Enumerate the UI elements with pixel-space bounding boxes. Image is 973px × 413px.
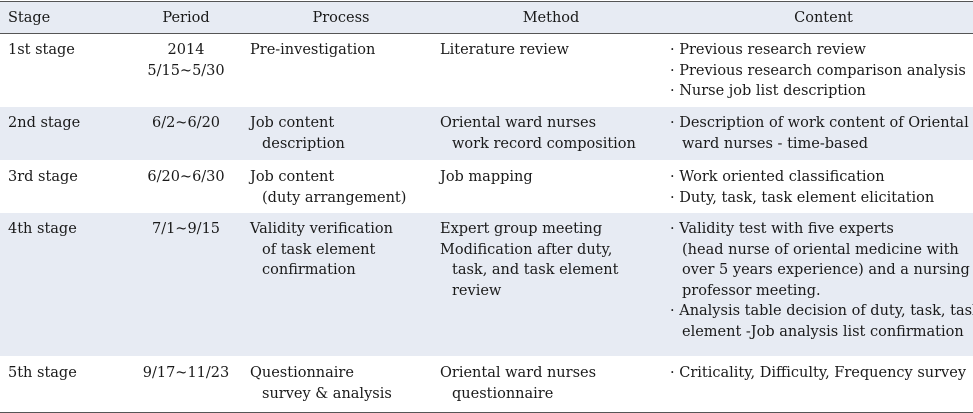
process-cell: Job content description bbox=[246, 106, 436, 161]
method-line: work record composition bbox=[452, 135, 636, 152]
stage-label: 2nd stage bbox=[8, 115, 81, 131]
table-row: 4th stage 7/1~9/15 Validity verification… bbox=[0, 212, 973, 357]
header-period: Period bbox=[126, 1, 246, 34]
stage-cell: 1st stage bbox=[0, 33, 126, 107]
table-row: 2nd stage 6/2~6/20 Job content descripti… bbox=[0, 106, 973, 161]
method-line: Oriental ward nurses bbox=[440, 115, 597, 131]
method-line: Job mapping bbox=[440, 169, 533, 185]
content-cell: · Validity test with five experts (head … bbox=[666, 212, 973, 357]
content-line: · Work oriented classification bbox=[670, 169, 885, 185]
table-body: 1st stage 2014 5/15~5/30 Pre-investigati… bbox=[0, 33, 973, 413]
process-line: (duty arrangement) bbox=[262, 189, 407, 206]
content-cell: · Previous research review · Previous re… bbox=[666, 33, 973, 107]
stage-label: 4th stage bbox=[8, 221, 77, 237]
period-cell: 6/2~6/20 bbox=[126, 106, 246, 161]
stage-label: 1st stage bbox=[8, 42, 75, 58]
stage-cell: 3rd stage bbox=[0, 160, 126, 213]
header-process: Process bbox=[246, 1, 436, 34]
content-cell: · Work oriented classification · Duty, t… bbox=[666, 160, 973, 213]
stage-cell: 2nd stage bbox=[0, 106, 126, 161]
content-line: · Previous research comparison analysis bbox=[670, 62, 966, 79]
content-line: · Duty, task, task element elicitation bbox=[670, 189, 935, 206]
content-cell: · Criticality, Difficulty, Frequency sur… bbox=[666, 356, 973, 413]
period-line: 9/17~11/23 bbox=[142, 365, 230, 381]
method-line: Oriental ward nurses bbox=[440, 365, 597, 381]
content-line: · Criticality, Difficulty, Frequency sur… bbox=[670, 365, 967, 381]
process-line: description bbox=[262, 135, 345, 152]
content-cell: · Description of work content of Orienta… bbox=[666, 106, 973, 161]
process-cell: Pre-investigation bbox=[246, 33, 436, 107]
content-line: ward nurses - time-based bbox=[682, 135, 868, 152]
period-line: 2014 bbox=[167, 42, 205, 58]
process-line: Pre-investigation bbox=[250, 42, 376, 58]
method-cell: Literature review bbox=[436, 33, 666, 107]
stage-label: 5th stage bbox=[8, 365, 77, 381]
method-line: Modification after duty, bbox=[440, 241, 613, 258]
method-line: review bbox=[452, 282, 502, 299]
content-line: · Validity test with five experts bbox=[670, 221, 894, 237]
content-line: over 5 years experience) and a nursing bbox=[682, 262, 970, 278]
method-line: questionnaire bbox=[452, 385, 554, 402]
header-row: Stage Period Process Method Content bbox=[0, 1, 973, 34]
content-line: (head nurse of oriental medicine with bbox=[682, 241, 959, 258]
table-row: 1st stage 2014 5/15~5/30 Pre-investigati… bbox=[0, 33, 973, 107]
header-method: Method bbox=[436, 1, 666, 34]
content-line: professor meeting. bbox=[682, 282, 821, 299]
stage-cell: 5th stage bbox=[0, 356, 126, 413]
process-line: Validity verification bbox=[250, 221, 393, 237]
process-line: Questionnaire bbox=[250, 365, 354, 381]
method-cell: Oriental ward nurses work record composi… bbox=[436, 106, 666, 161]
content-line: · Nurse job list description bbox=[670, 83, 866, 99]
period-cell: 6/20~6/30 bbox=[126, 160, 246, 213]
period-line: 5/15~5/30 bbox=[147, 62, 225, 79]
stage-label: 3rd stage bbox=[8, 169, 78, 185]
period-line: 6/2~6/20 bbox=[151, 115, 221, 131]
process-cell: Job content (duty arrangement) bbox=[246, 160, 436, 213]
method-line: task, and task element bbox=[452, 262, 619, 278]
process-line: of task element bbox=[262, 241, 376, 258]
method-cell: Job mapping bbox=[436, 160, 666, 213]
table-row: 3rd stage 6/20~6/30 Job content (duty ar… bbox=[0, 160, 973, 213]
process-line: confirmation bbox=[262, 262, 356, 278]
method-line: Literature review bbox=[440, 42, 569, 58]
method-cell: Expert group meeting Modification after … bbox=[436, 212, 666, 357]
period-cell: 9/17~11/23 bbox=[126, 356, 246, 413]
period-line: 6/20~6/30 bbox=[147, 169, 225, 185]
header-stage: Stage bbox=[0, 1, 126, 34]
content-line: · Description of work content of Orienta… bbox=[670, 115, 969, 131]
stage-cell: 4th stage bbox=[0, 212, 126, 357]
method-cell: Oriental ward nurses questionnaire bbox=[436, 356, 666, 413]
table-header: Stage Period Process Method Content bbox=[0, 1, 973, 34]
table-row: 5th stage 9/17~11/23 Questionnaire surve… bbox=[0, 356, 973, 413]
process-line: survey & analysis bbox=[262, 385, 392, 402]
method-line: Expert group meeting bbox=[440, 221, 603, 237]
header-content: Content bbox=[666, 1, 973, 34]
period-cell: 7/1~9/15 bbox=[126, 212, 246, 357]
process-cell: Questionnaire survey & analysis bbox=[246, 356, 436, 413]
period-line: 7/1~9/15 bbox=[151, 221, 221, 237]
period-cell: 2014 5/15~5/30 bbox=[126, 33, 246, 107]
process-line: Job content bbox=[250, 115, 335, 131]
process-line: Job content bbox=[250, 169, 335, 185]
content-line: element -Job analysis list confirmation bbox=[682, 323, 964, 340]
process-cell: Validity verification of task element co… bbox=[246, 212, 436, 357]
content-line: · Analysis table decision of duty, task,… bbox=[670, 303, 973, 319]
content-line: · Previous research review bbox=[670, 42, 866, 58]
